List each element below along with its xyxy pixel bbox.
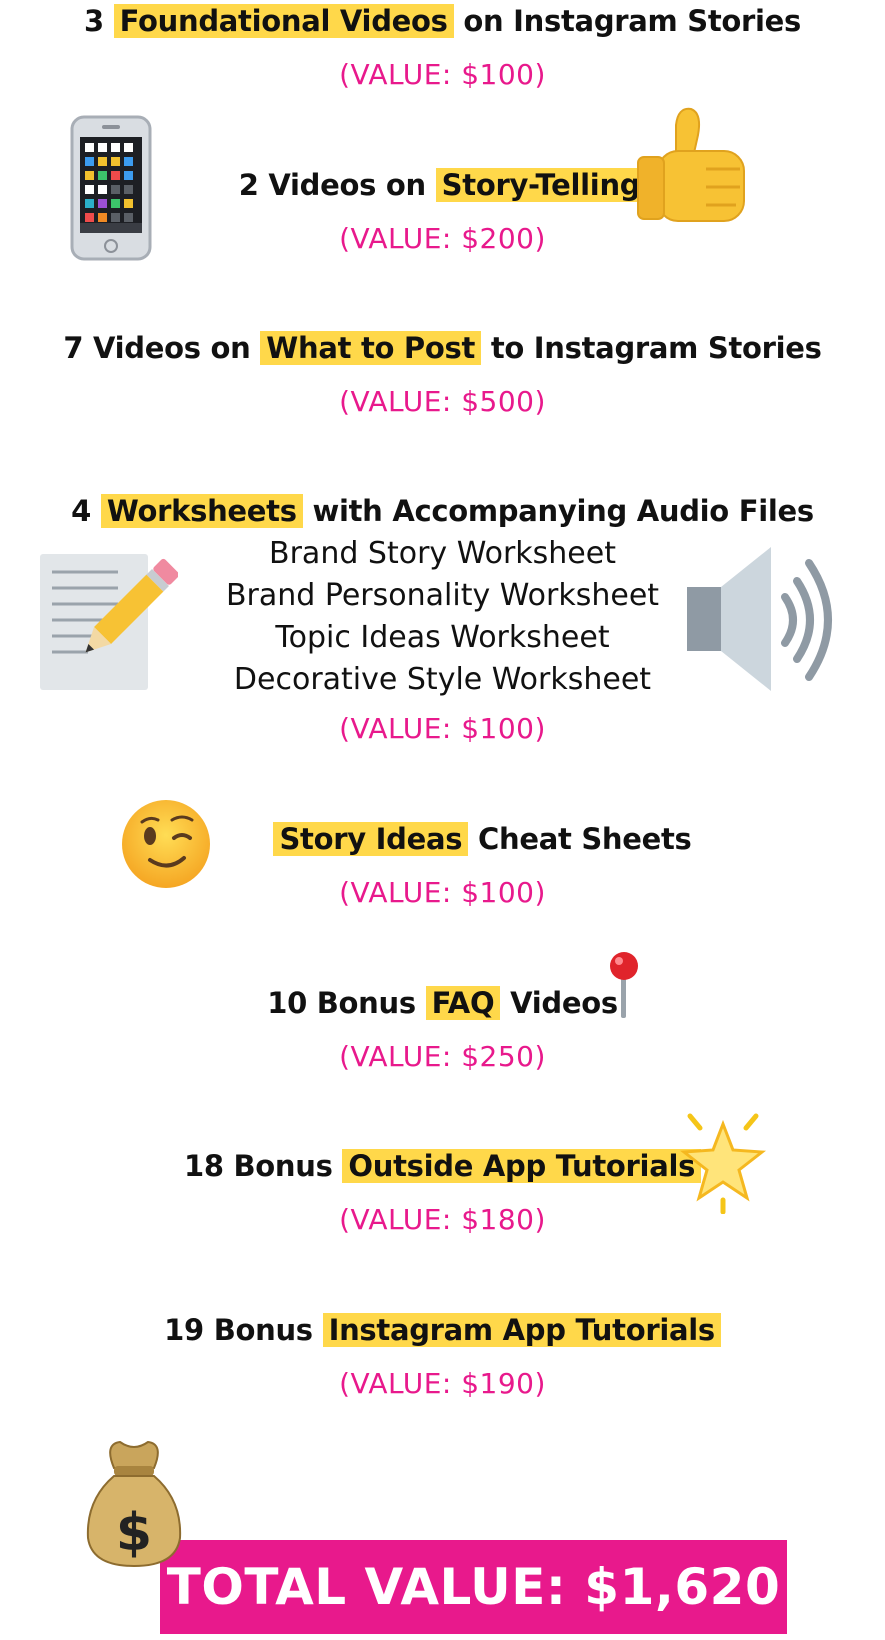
item-3-title: 7 Videos on What to Post to Instagram St… bbox=[0, 331, 885, 365]
item-8-title: 19 Bonus Instagram App Tutorials bbox=[0, 1313, 885, 1347]
item-8-highlight: Instagram App Tutorials bbox=[322, 1313, 721, 1347]
item-6-post: Videos bbox=[510, 986, 618, 1020]
glowing-star-icon bbox=[678, 1110, 768, 1218]
worksheet-3: Topic Ideas Worksheet bbox=[275, 620, 610, 655]
item-3-pre: 7 Videos on bbox=[63, 331, 251, 365]
item-3-value: (VALUE: $500) bbox=[339, 385, 546, 418]
thumbs-up-icon bbox=[636, 105, 748, 229]
item-7-pre: 18 Bonus bbox=[183, 1149, 333, 1183]
item-4-pre: 4 bbox=[71, 494, 92, 528]
item-2-highlight: Story-Telling bbox=[435, 168, 647, 202]
item-6-highlight: FAQ bbox=[425, 986, 501, 1020]
item-7-value: (VALUE: $180) bbox=[339, 1203, 546, 1236]
item-6-value: (VALUE: $250) bbox=[339, 1040, 546, 1073]
svg-text:$: $ bbox=[116, 1503, 152, 1563]
item-5-post: Cheat Sheets bbox=[478, 822, 692, 856]
item-7-highlight: Outside App Tutorials bbox=[342, 1149, 702, 1183]
winking-face-icon bbox=[120, 798, 212, 894]
phone-icon bbox=[70, 115, 152, 265]
item-8-pre: 19 Bonus bbox=[164, 1313, 313, 1347]
item-1-highlight: Foundational Videos bbox=[113, 4, 454, 38]
memo-pencil-icon bbox=[38, 550, 180, 696]
item-1-post: on Instagram Stories bbox=[463, 4, 802, 38]
worksheet-4: Decorative Style Worksheet bbox=[233, 662, 652, 697]
item-8-value: (VALUE: $190) bbox=[339, 1367, 546, 1400]
item-1-pre: 3 bbox=[83, 4, 104, 38]
total-value-banner: TOTAL VALUE: $1,620 bbox=[160, 1540, 787, 1634]
item-5-title: Story Ideas Cheat Sheets bbox=[0, 822, 885, 856]
item-2-value: (VALUE: $200) bbox=[339, 222, 546, 255]
money-bag-icon: $ bbox=[84, 1438, 184, 1572]
item-4-title: 4 Worksheets with Accompanying Audio Fil… bbox=[0, 494, 885, 528]
pushpin-icon bbox=[606, 950, 642, 1024]
item-6-title: 10 Bonus FAQ Videos bbox=[0, 986, 885, 1020]
item-1-value: (VALUE: $100) bbox=[339, 58, 546, 91]
item-4-highlight: Worksheets bbox=[100, 494, 303, 528]
item-5-value: (VALUE: $100) bbox=[339, 876, 546, 909]
item-4-value: (VALUE: $100) bbox=[339, 712, 546, 745]
total-value-text: TOTAL VALUE: $1,620 bbox=[166, 1558, 781, 1616]
item-6-pre: 10 Bonus bbox=[267, 986, 416, 1020]
item-2-pre: 2 Videos on bbox=[238, 168, 426, 202]
item-2-title: 2 Videos on Story-Telling bbox=[0, 168, 885, 202]
item-5-highlight: Story Ideas bbox=[273, 822, 469, 856]
item-3-highlight: What to Post bbox=[260, 331, 482, 365]
speaker-icon bbox=[685, 545, 845, 699]
item-1-title: 3 Foundational Videos on Instagram Stori… bbox=[0, 4, 885, 38]
worksheet-1: Brand Story Worksheet bbox=[269, 536, 616, 571]
item-3-post: to Instagram Stories bbox=[490, 331, 822, 365]
item-7-title: 18 Bonus Outside App Tutorials bbox=[0, 1149, 885, 1183]
item-4-post: with Accompanying Audio Files bbox=[312, 494, 814, 528]
worksheet-2: Brand Personality Worksheet bbox=[225, 578, 660, 613]
